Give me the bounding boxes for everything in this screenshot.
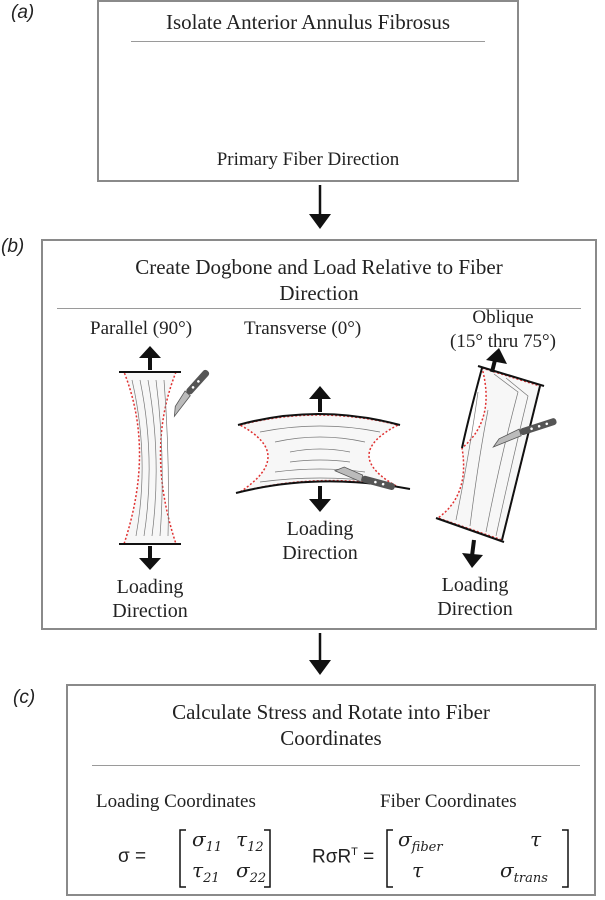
- panel-a-caption: Primary Fiber Direction: [216, 149, 400, 170]
- parallel-arrow-down: [139, 546, 161, 570]
- panel-a-label: (a): [11, 2, 35, 23]
- panel-b-divider: [57, 308, 581, 309]
- panel-b-title-line2: Direction: [279, 281, 359, 305]
- loading-coords-heading: Loading Coordinates: [96, 791, 256, 812]
- oblique-dogbone: [435, 365, 545, 543]
- oblique-arrow-up: [486, 348, 507, 373]
- panel-b-title-line1: Create Dogbone and Load Relative to Fibe…: [135, 255, 503, 279]
- panel-c-box: Calculate Stress and Rotate into Fiber C…: [66, 684, 596, 896]
- panel-c-divider: [92, 765, 580, 766]
- transverse-arrow-down: [309, 486, 331, 512]
- stress-m12: τ12: [236, 827, 264, 855]
- rotated-m22: σtrans: [500, 858, 548, 886]
- parallel-label: Parallel (90°): [90, 318, 193, 339]
- fiber-coords-heading: Fiber Coordinates: [380, 791, 517, 812]
- flow-arrow-b-c: [309, 633, 331, 675]
- panel-b-label: (b): [1, 236, 25, 257]
- oblique-label-line1: Oblique: [472, 307, 534, 328]
- parallel-dogbone: [119, 371, 181, 545]
- oblique-arrow-down: [462, 539, 483, 568]
- stress-m22: σ22: [236, 858, 267, 886]
- transverse-loading-line1: Loading: [286, 518, 354, 540]
- rotated-m11: σfiber: [398, 827, 443, 855]
- rotated-m21: τ: [412, 858, 424, 882]
- parallel-loading-line1: Loading: [116, 576, 184, 598]
- panel-c-title-line2: Coordinates: [280, 726, 382, 750]
- rotated-stress-lhs: RσRT =: [312, 846, 375, 868]
- oblique-loading-line2: Direction: [437, 598, 513, 620]
- stress-m11: σ11: [192, 827, 223, 855]
- scalpel-icon: [333, 466, 395, 490]
- transverse-label: Transverse (0°): [244, 318, 362, 339]
- stress-lhs: σ =: [118, 846, 147, 867]
- panel-c-title-line1: Calculate Stress and Rotate into Fiber: [172, 700, 490, 724]
- matrix-brackets: [179, 829, 569, 888]
- stress-m21: τ21: [192, 858, 220, 886]
- parallel-arrow-up: [139, 346, 161, 370]
- panel-a-title: Isolate Anterior Annulus Fibrosus: [165, 10, 451, 34]
- panel-b-box: Create Dogbone and Load Relative to Fibe…: [41, 239, 597, 630]
- oblique-label-line2: (15° thru 75°): [450, 331, 556, 352]
- transverse-loading-line2: Direction: [282, 542, 358, 564]
- panel-c-label: (c): [13, 687, 36, 708]
- panel-a-box: Isolate Anterior Annulus Fibrosus Primar…: [97, 0, 519, 182]
- parallel-loading-line2: Direction: [112, 600, 188, 622]
- scalpel-icon: [492, 418, 557, 448]
- transverse-arrow-up: [309, 386, 331, 412]
- rotated-m12: τ: [530, 827, 542, 851]
- panel-a-divider: [131, 41, 485, 42]
- oblique-loading-line1: Loading: [441, 574, 509, 596]
- scalpel-icon: [173, 369, 210, 418]
- flow-arrow-a-b: [309, 185, 331, 229]
